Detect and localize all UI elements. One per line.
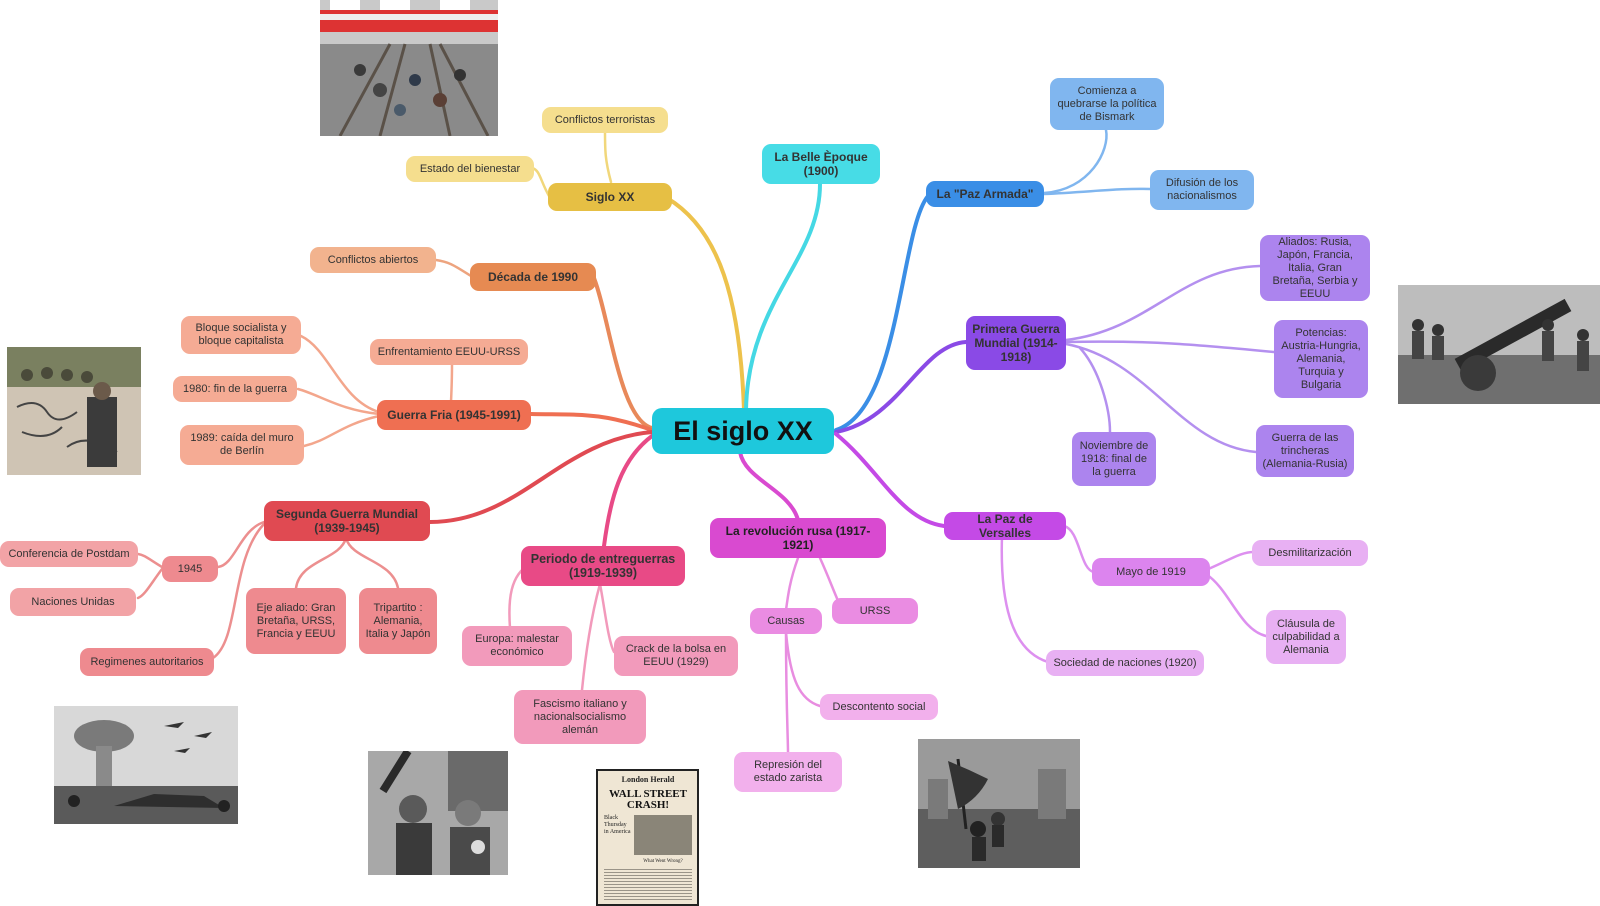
link-bloque [299,334,381,414]
node-entreguerras[interactable]: Periodo de entreguerras (1919-1939) [521,546,685,586]
node-belle-epoque[interactable]: La Belle Èpoque (1900) [762,144,880,184]
node-enfrentamiento[interactable]: Enfrentamiento EEUU-URSS [370,339,528,365]
link-bismark [1042,128,1108,195]
node-fin-guerra[interactable]: 1980: fin de la guerra [173,376,297,402]
newspaper-photo: London Herald WALL STREET CRASH! Black T… [596,769,699,906]
node-segunda-guerra[interactable]: Segunda Guerra Mundial (1939-1945) [264,501,430,541]
node-potencias[interactable]: Potencias: Austria-Hungria, Alemania, Tu… [1274,320,1368,398]
ww1-artillery-photo [1398,285,1600,404]
newspaper-columns [604,867,692,901]
node-causas[interactable]: Causas [750,608,822,634]
node-desmilitarizacion[interactable]: Desmilitarización [1252,540,1368,566]
train-bombing-photo [320,0,498,136]
berlin-wall-photo [7,347,141,475]
node-aliados[interactable]: Aliados: Rusia, Japón, Francia, Italia, … [1260,235,1370,301]
link-nacionalismos [1042,187,1152,196]
node-bismark[interactable]: Comienza a quebrarse la política de Bism… [1050,78,1164,130]
link-fascismo [580,582,602,692]
link-1945 [216,520,266,569]
link-noviembre [1078,346,1112,434]
node-nacionalismos[interactable]: Difusión de los nacionalismos [1150,170,1254,210]
node-conflictos-abiertos[interactable]: Conflictos abiertos [310,247,436,273]
link-versalles [834,432,946,528]
central-topic[interactable]: El siglo XX [652,408,834,454]
node-europa-malestar[interactable]: Europa: malestar económico [462,626,572,666]
node-regimenes[interactable]: Regimenes autoritarios [80,648,214,676]
node-conflictos-terroristas[interactable]: Conflictos terroristas [542,107,668,133]
reichstag-flag-photo [918,739,1080,868]
newspaper-building-image [634,815,692,855]
link-terror [603,129,613,184]
node-postdam[interactable]: Conferencia de Postdam [0,541,138,567]
link-primera [834,340,968,434]
node-crack-bolsa[interactable]: Crack de la bolsa en EEUU (1929) [614,636,738,676]
link-abiertos [434,258,473,278]
link-crack [598,582,616,654]
node-paz-versalles[interactable]: La Paz de Versalles [944,512,1066,540]
link-paz-armada [834,194,930,432]
newspaper-caption: What Went Wrong? [643,859,683,864]
link-siglo-xx [665,196,746,412]
node-mayo-1919[interactable]: Mayo de 1919 [1092,558,1210,586]
link-tripartito [344,536,400,590]
link-fin [296,387,381,416]
newspaper-masthead: London Herald [621,775,675,784]
newspaper-subhead: Black Thursday in America [604,815,631,835]
node-tripartito[interactable]: Tripartito : Alemania, Italia y Japón [359,588,437,654]
link-trincheras [1064,342,1258,454]
link-descontento [784,630,822,708]
node-primera-guerra[interactable]: Primera Guerra Mundial (1914-1918) [966,316,1066,370]
node-trincheras[interactable]: Guerra de las trincheras (Alemania-Rusia… [1256,425,1354,477]
link-revolucion [738,450,800,522]
node-decada-1990[interactable]: Década de 1990 [470,263,596,291]
node-1945[interactable]: 1945 [162,556,218,582]
newspaper-headline: WALL STREET CRASH! [609,788,687,811]
node-culpabilidad[interactable]: Cláusula de culpabilidad a Alemania [1266,610,1346,664]
node-siglo-xx[interactable]: Siglo XX [548,183,672,211]
link-causas [784,556,800,612]
link-potencias [1064,340,1276,354]
node-revolucion-rusa[interactable]: La revolución rusa (1917-1921) [710,518,886,558]
link-decada [592,276,654,430]
node-represion[interactable]: Represión del estado zarista [734,752,842,792]
link-represion [784,630,790,754]
node-caida-muro[interactable]: 1989: caída del muro de Berlín [180,425,304,465]
link-bienestar [530,166,551,198]
link-eje [294,536,348,590]
link-sociedad [1000,534,1050,664]
link-postdam [136,552,164,569]
link-entreguerras [602,434,654,548]
link-aliados [1064,264,1262,342]
link-desmil [1204,550,1256,572]
ww2-atomic-photo [54,706,238,824]
link-naciones [136,567,164,600]
node-guerra-fria[interactable]: Guerra Fria (1945-1991) [377,400,531,430]
link-culpa [1204,572,1268,638]
link-segunda [428,430,654,524]
link-regimenes [211,522,266,660]
node-eje-aliado[interactable]: Eje aliado: Gran Bretaña, URSS, Francia … [246,588,346,654]
link-mayo [1062,524,1096,574]
node-naciones-unidas[interactable]: Naciones Unidas [10,588,136,616]
link-guerra-fria [529,412,654,432]
node-bloque[interactable]: Bloque socialista y bloque capitalista [181,316,301,354]
node-fascismo[interactable]: Fascismo italiano y nacionalsocialismo a… [514,690,646,744]
mussolini-hitler-photo [368,751,508,875]
node-descontento[interactable]: Descontento social [820,694,938,720]
node-estado-bienestar[interactable]: Estado del bienestar [406,156,534,182]
node-sociedad-naciones[interactable]: Sociedad de naciones (1920) [1046,650,1204,676]
link-enfrentamiento [449,363,454,404]
link-belle [744,182,822,412]
node-paz-armada[interactable]: La "Paz Armada" [926,181,1044,207]
link-muro [302,414,381,448]
node-urss[interactable]: URSS [832,598,918,624]
node-noviembre-1918[interactable]: Noviembre de 1918: final de la guerra [1072,432,1156,486]
